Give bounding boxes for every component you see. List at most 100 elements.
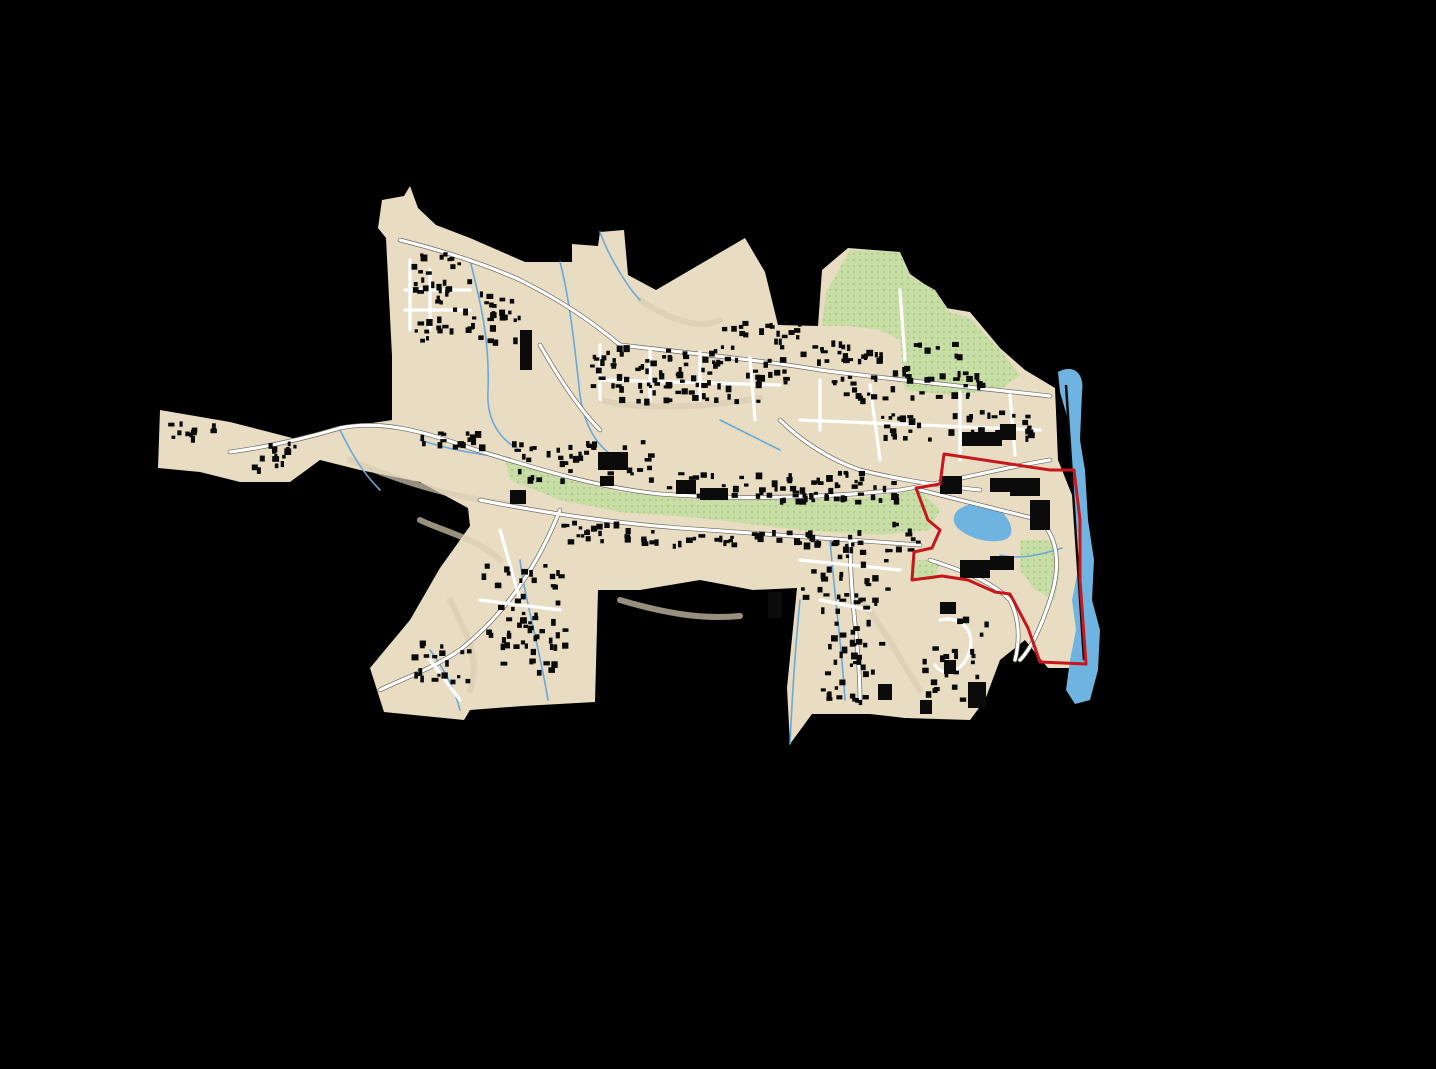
building	[953, 377, 960, 381]
building	[817, 359, 821, 366]
building	[572, 455, 580, 463]
building-large	[510, 490, 526, 504]
building	[924, 347, 931, 354]
building	[721, 484, 726, 488]
building	[978, 427, 985, 433]
building	[604, 522, 610, 528]
building	[713, 349, 718, 354]
building	[598, 530, 602, 537]
building	[648, 477, 654, 483]
building	[794, 328, 801, 333]
building	[529, 570, 533, 577]
building	[768, 371, 773, 378]
building	[630, 472, 634, 476]
park-north-hill	[822, 250, 1020, 395]
building-large	[940, 602, 956, 614]
building	[479, 444, 486, 452]
building	[850, 381, 857, 386]
building	[979, 410, 985, 415]
building	[556, 570, 560, 576]
building-large	[990, 556, 1014, 570]
building	[953, 670, 959, 675]
building	[820, 350, 828, 354]
building	[853, 626, 860, 631]
building	[870, 494, 876, 501]
building	[892, 370, 899, 377]
building	[498, 604, 505, 611]
building	[581, 534, 585, 538]
building	[884, 424, 891, 429]
building	[616, 345, 623, 352]
building	[274, 463, 279, 469]
building	[449, 328, 454, 335]
building	[463, 308, 468, 316]
building	[864, 578, 870, 585]
building	[678, 472, 685, 476]
building	[500, 661, 508, 666]
building	[613, 521, 620, 529]
building	[956, 354, 963, 361]
waterfront-park	[1020, 540, 1060, 600]
building	[919, 391, 925, 395]
building	[466, 649, 472, 654]
building	[472, 316, 477, 320]
building	[424, 329, 430, 334]
building	[999, 410, 1006, 416]
building	[622, 445, 628, 451]
building	[899, 415, 906, 423]
building	[825, 671, 832, 676]
building	[610, 363, 617, 367]
building	[185, 431, 190, 437]
building	[866, 349, 874, 357]
building	[954, 353, 958, 359]
building	[518, 468, 522, 475]
building	[780, 486, 786, 491]
building	[857, 492, 865, 496]
building	[437, 328, 443, 334]
building	[872, 597, 879, 603]
building	[847, 375, 853, 379]
building	[584, 530, 590, 535]
building	[543, 564, 548, 568]
building	[488, 632, 494, 638]
building-large	[598, 452, 628, 470]
building	[895, 522, 899, 527]
building	[857, 358, 862, 365]
building	[730, 345, 735, 350]
building	[769, 325, 775, 329]
building	[856, 654, 862, 660]
building	[905, 374, 912, 378]
building	[786, 477, 793, 482]
building	[590, 384, 597, 389]
building	[568, 469, 573, 473]
building	[586, 441, 590, 447]
building	[930, 679, 938, 686]
building	[572, 520, 577, 526]
building	[856, 658, 862, 665]
building	[878, 498, 883, 503]
building	[962, 616, 970, 624]
building	[568, 444, 573, 450]
building	[834, 686, 839, 690]
building	[606, 350, 610, 356]
building	[654, 382, 661, 386]
building	[663, 385, 670, 389]
building	[865, 583, 872, 587]
building	[624, 534, 631, 539]
building	[848, 534, 853, 540]
building	[465, 431, 470, 436]
building	[778, 338, 782, 345]
building	[437, 442, 443, 449]
building	[639, 389, 643, 394]
building	[843, 470, 848, 475]
building	[855, 638, 863, 645]
building	[598, 376, 606, 380]
building	[667, 355, 672, 362]
building	[259, 455, 265, 462]
building-large	[940, 476, 962, 494]
building	[619, 396, 626, 404]
building	[872, 575, 879, 582]
building	[688, 390, 695, 395]
building	[696, 493, 700, 499]
building	[668, 398, 673, 403]
